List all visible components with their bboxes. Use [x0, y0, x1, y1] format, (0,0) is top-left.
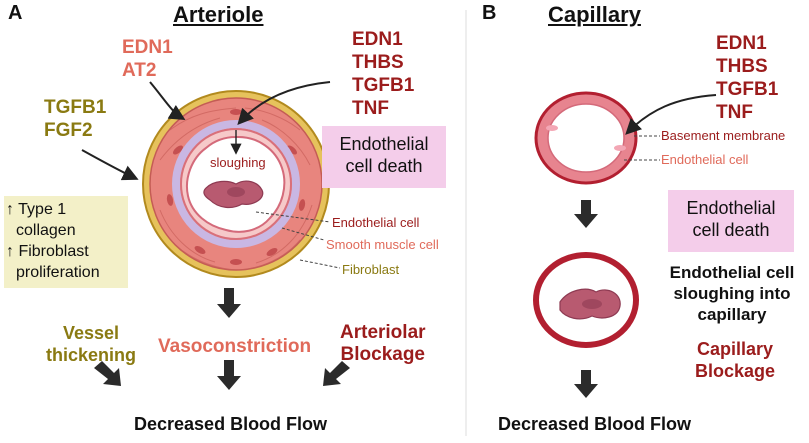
sloughing-label: sloughing [210, 155, 266, 170]
factor-tnf: TNF [352, 98, 389, 119]
sloughing-statement: Endothelial cell sloughing into capillar… [669, 263, 795, 324]
elastic-layer [172, 120, 300, 248]
factor-at2: AT2 [122, 60, 157, 81]
factor-edn1: EDN1 [122, 37, 173, 58]
factor-edn1-right: EDN1 [352, 29, 403, 50]
panel-a-letter: A [8, 2, 23, 24]
outcome-vasoconstriction: Vasoconstriction [158, 336, 312, 357]
factor-group-left-top: EDN1 AT2 [122, 36, 173, 82]
cell-death-box-b [668, 190, 794, 252]
capillary-arrow-2 [574, 370, 598, 398]
factor-tgfb1-right: TGFB1 [352, 75, 415, 96]
right-factors-arrow [237, 81, 331, 125]
capillary-factors-arrow [625, 94, 717, 135]
smooth-muscle-leader [281, 227, 325, 241]
panel-b-letter: B [482, 2, 497, 24]
factor-tgfb1: TGFB1 [44, 97, 107, 118]
fibroblast-leader [299, 259, 341, 269]
factor-group-left-mid: TGFB1 FGF2 [44, 96, 106, 142]
label-endothelial-a: Endothelial cell [332, 215, 420, 230]
label-basement-membrane: Basement membrane [661, 128, 786, 143]
factor-group-right: EDN1 THBS TGFB1 TNF [352, 28, 414, 120]
endothelial-leader [255, 211, 331, 223]
panel-a-big-arrows [94, 288, 350, 390]
capillary-top [534, 91, 638, 185]
result-b: Decreased Blood Flow [498, 414, 692, 434]
capillary-top-lumen [547, 103, 625, 173]
capillary-arrow-1 [574, 200, 598, 228]
up-arrow-icon: ↑ [6, 243, 14, 260]
cell-death-text-a: Endothelial cell death [339, 134, 429, 176]
factor-thbs: THBS [352, 52, 404, 73]
panel-a-title: Arteriole [173, 2, 264, 27]
result-a: Decreased Blood Flow [134, 414, 328, 434]
capillary-factors: EDN1 THBS TGFB1 TNF [716, 33, 779, 123]
tgfb1-fgf2-arrow [81, 149, 139, 181]
label-fibroblast: Fibroblast [342, 262, 400, 277]
cell-death-text-b: Endothelial cell death [686, 198, 776, 240]
up-arrow-icon: ↑ [6, 201, 14, 218]
label-endothelial-b: Endothelial cell [661, 152, 749, 167]
capillary-blockage: Capillary Blockage [694, 339, 776, 381]
cell-death-box-a [322, 126, 446, 188]
capillary-bottom [533, 252, 639, 348]
factor-fgf2: FGF2 [44, 120, 93, 141]
arteriole-cross-section [142, 90, 330, 278]
effects-box [4, 196, 128, 288]
outcome-vessel-thickening: Vessel thickening [46, 323, 137, 365]
effects-list: ↑ Type 1 collagen ↑ Fibroblast prolifera… [6, 201, 100, 281]
panel-b-title: Capillary [548, 2, 641, 27]
outcome-arteriolar-blockage: Arteriolar Blockage [340, 322, 426, 365]
edn1-at2-arrow [149, 81, 186, 121]
label-smooth-muscle: Smooth muscle cell [326, 237, 439, 252]
